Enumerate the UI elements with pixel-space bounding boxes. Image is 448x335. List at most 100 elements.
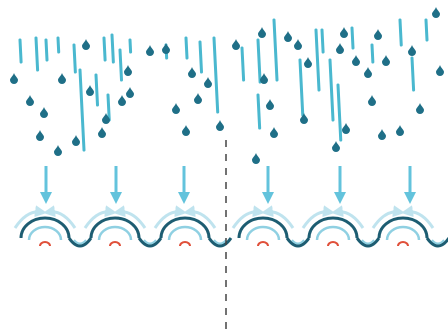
ripple-cup: [74, 240, 86, 244]
rain-streak: [120, 50, 122, 80]
rain-drop: [86, 85, 94, 96]
rain-drop: [294, 39, 302, 50]
rain-streak: [338, 85, 341, 140]
red-bump-mark: [110, 242, 120, 246]
ripple-inner-arc: [317, 227, 349, 240]
rain-drops: [10, 7, 444, 164]
red-bump-mark: [398, 242, 408, 246]
rain-drop: [408, 45, 416, 56]
ripple-trough: [209, 238, 231, 246]
ripple-cup: [432, 240, 444, 244]
rain-streak: [80, 70, 84, 150]
rain-drop: [10, 73, 18, 84]
rain-drop: [188, 67, 196, 78]
ripple-trough: [139, 238, 161, 246]
rain-drop: [194, 93, 202, 104]
rain-streak: [300, 60, 303, 115]
rain-drop: [284, 31, 292, 42]
ripple-trough: [287, 238, 309, 246]
rain-streak: [96, 75, 98, 105]
ripple-trough: [427, 238, 448, 246]
rain-streak: [200, 42, 202, 72]
rain-drop: [54, 145, 62, 156]
rain-streak: [352, 28, 353, 48]
red-bump-mark: [180, 242, 190, 246]
rain-drop: [232, 39, 240, 50]
ripple-cup: [362, 240, 374, 244]
rain-drop: [364, 67, 372, 78]
red-bump-mark: [328, 242, 338, 246]
rain-drop: [216, 120, 224, 131]
rain-streak: [20, 40, 21, 62]
rain-drop: [266, 99, 274, 110]
rain-drop: [204, 77, 212, 88]
rain-streak: [46, 40, 47, 60]
rain-drop: [332, 141, 340, 152]
rain-drop: [340, 27, 348, 38]
rain-drop: [342, 123, 350, 134]
red-bump-mark: [258, 242, 268, 246]
rain-streak: [258, 40, 260, 82]
rain-streak: [74, 45, 75, 72]
rain-streak: [322, 30, 323, 52]
rain-streak: [316, 30, 319, 90]
ripple-cup: [292, 240, 304, 244]
red-bump-mark: [40, 242, 50, 246]
rain-streak: [274, 20, 277, 80]
rain-streak: [104, 38, 105, 60]
rain-drop: [146, 45, 154, 56]
rain-drop: [124, 65, 132, 76]
rain-drop: [40, 107, 48, 118]
rain-streak: [214, 38, 218, 112]
rain-drop: [374, 29, 382, 40]
rain-drop: [352, 55, 360, 66]
rain-streak: [36, 38, 38, 70]
rain-drop: [118, 95, 126, 106]
rain-drop: [162, 43, 170, 54]
ripple-inner-arc: [169, 227, 201, 240]
rain-streak: [426, 20, 427, 40]
rain-streak: [400, 20, 401, 45]
rain-drop: [378, 129, 386, 140]
rain-drop: [126, 87, 134, 98]
rain-drop: [368, 95, 376, 106]
rain-streak: [112, 35, 113, 62]
rain-streak: [258, 95, 260, 128]
rain-drop: [182, 125, 190, 136]
rain-drop: [36, 130, 44, 141]
ripple-waves: [15, 212, 448, 246]
rain-drop: [72, 135, 80, 146]
rain-drop: [58, 73, 66, 84]
ripple-inner-arc: [247, 227, 279, 240]
ripple-inner-arc: [387, 227, 419, 240]
rain-drop: [304, 57, 312, 68]
down-arrows: [46, 166, 410, 198]
rain-drop: [270, 127, 278, 138]
rain-drop: [252, 153, 260, 164]
rain-drop: [258, 27, 266, 38]
rain-drop: [432, 7, 440, 18]
rain-drop: [416, 103, 424, 114]
rain-streak: [242, 48, 244, 80]
rain-streak: [186, 38, 187, 58]
rain-drop: [98, 127, 106, 138]
ripple-inner-arc: [29, 227, 61, 240]
rain-drop: [396, 125, 404, 136]
rain-drop: [436, 65, 444, 76]
rain-drop: [82, 39, 90, 50]
ripple-cup: [214, 240, 226, 244]
rain-streak: [108, 95, 109, 120]
ripple-trough: [69, 238, 91, 246]
rain-drop: [172, 103, 180, 114]
rain-streak: [58, 38, 59, 52]
rain-drop: [336, 43, 344, 54]
rain-drop: [26, 95, 34, 106]
ripple-cup: [144, 240, 156, 244]
rain-streak: [330, 60, 333, 120]
rain-streak: [372, 45, 373, 62]
ripple-inner-arc: [99, 227, 131, 240]
rain-streak: [412, 58, 414, 90]
rain-drop: [382, 55, 390, 66]
rain-streak: [130, 40, 131, 52]
